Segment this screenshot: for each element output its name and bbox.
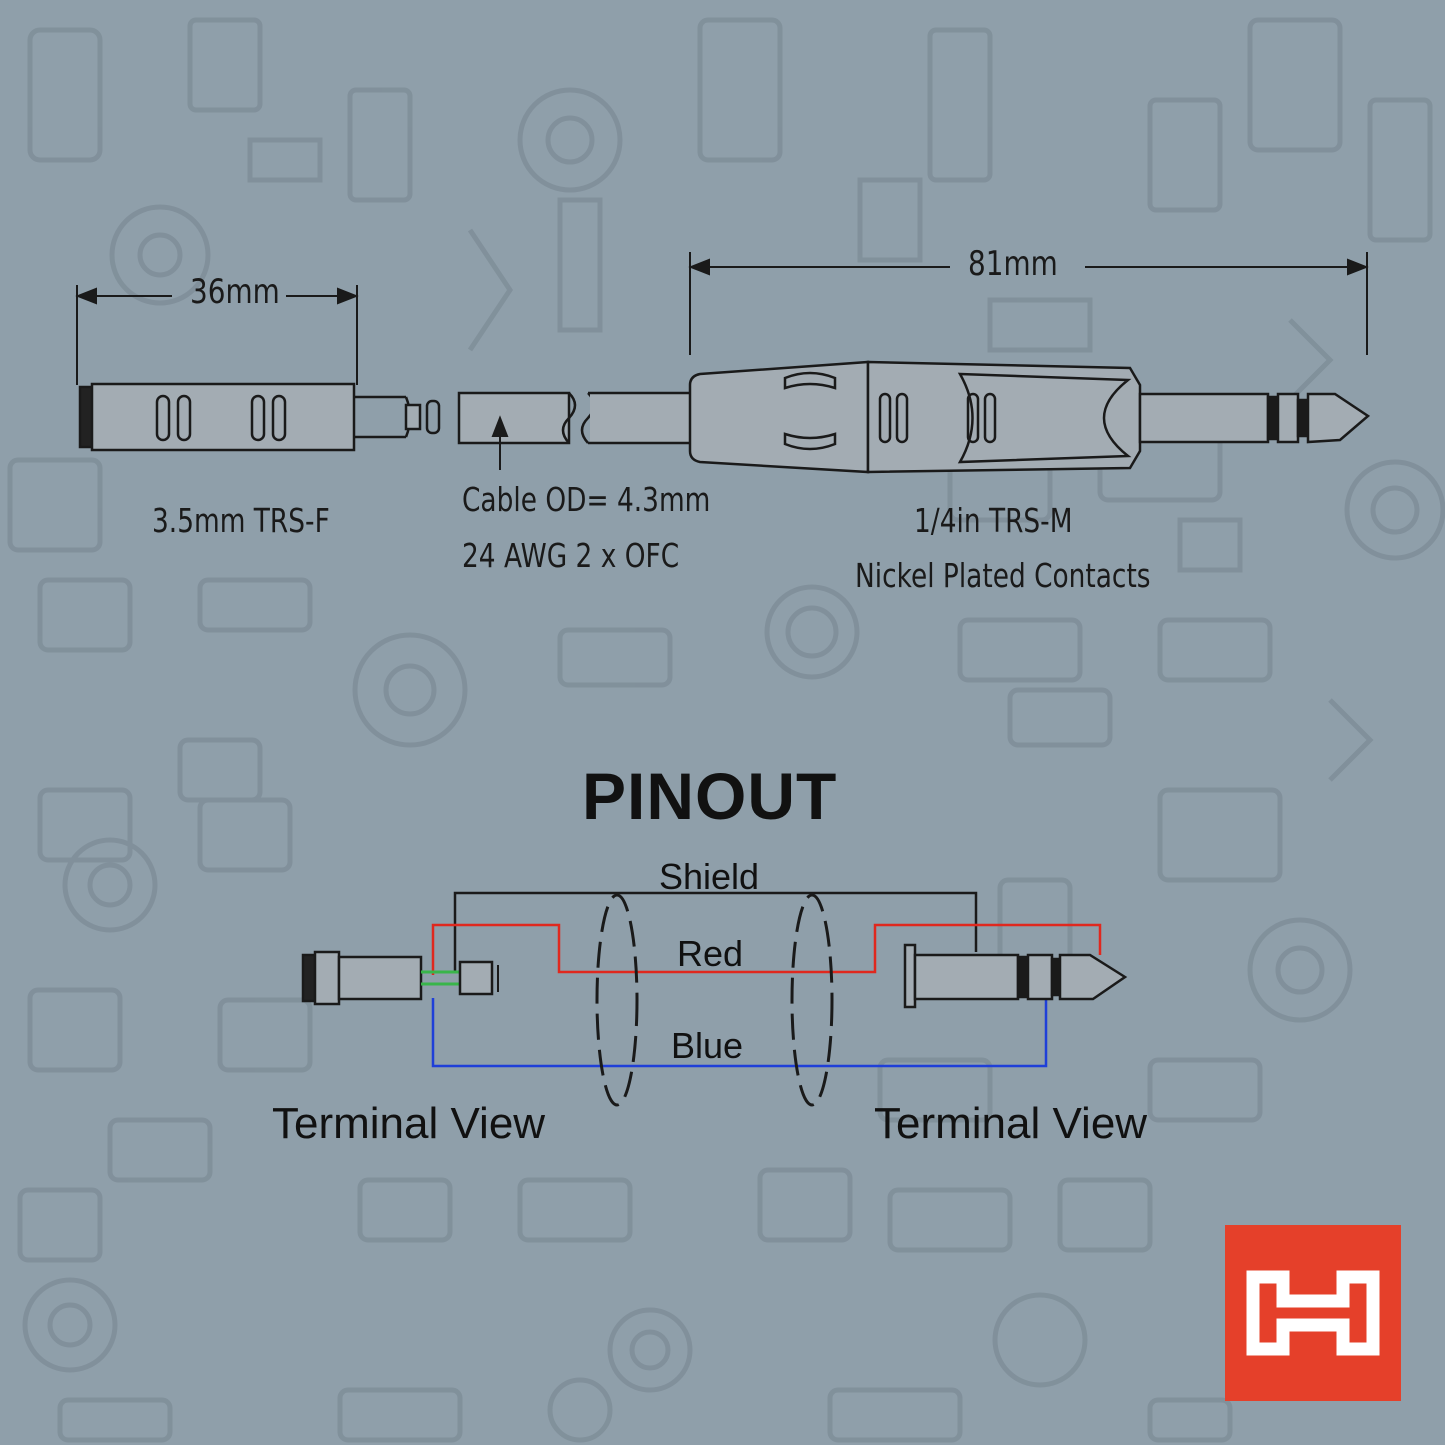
blue-wire-label: Blue xyxy=(671,1025,744,1066)
left-terminal-view-label: Terminal View xyxy=(272,1099,546,1148)
dimension-81mm xyxy=(688,252,1369,355)
female-3-5mm-connector xyxy=(78,382,571,452)
brand-logo-icon xyxy=(1246,1270,1380,1356)
shield-wire-label: Shield xyxy=(659,856,760,897)
shield-wire xyxy=(453,891,978,972)
cable-jacket-ellipses xyxy=(595,893,834,1107)
brand-logo xyxy=(1225,1225,1401,1401)
pinout-female-jack xyxy=(301,950,499,1006)
red-wire-label: Red xyxy=(677,933,744,974)
cable-section xyxy=(561,391,690,445)
pinout-title: PINOUT xyxy=(582,759,838,833)
blue-wire xyxy=(431,998,1048,1068)
dimension-label-81mm: 81mm xyxy=(968,244,1058,284)
red-wire xyxy=(431,923,1102,975)
right-terminal-view-label: Terminal View xyxy=(874,1099,1148,1148)
left-connector-label: 3.5mm TRS-F xyxy=(152,501,330,540)
right-connector-label: 1/4in TRS-M xyxy=(914,501,1073,540)
male-quarter-inch-connector xyxy=(688,360,1371,474)
dimension-label-36mm: 36mm xyxy=(190,272,280,312)
cable-od-label: Cable OD= 4.3mm xyxy=(462,480,711,519)
contacts-label: Nickel Plated Contacts xyxy=(855,556,1151,595)
cable-gauge-label: 24 AWG 2 x OFC xyxy=(462,536,680,575)
dimension-36mm xyxy=(75,285,359,385)
pinout-male-plug xyxy=(903,943,1128,1009)
background-pattern xyxy=(7,17,1445,1443)
cable-od-pointer xyxy=(491,415,509,470)
